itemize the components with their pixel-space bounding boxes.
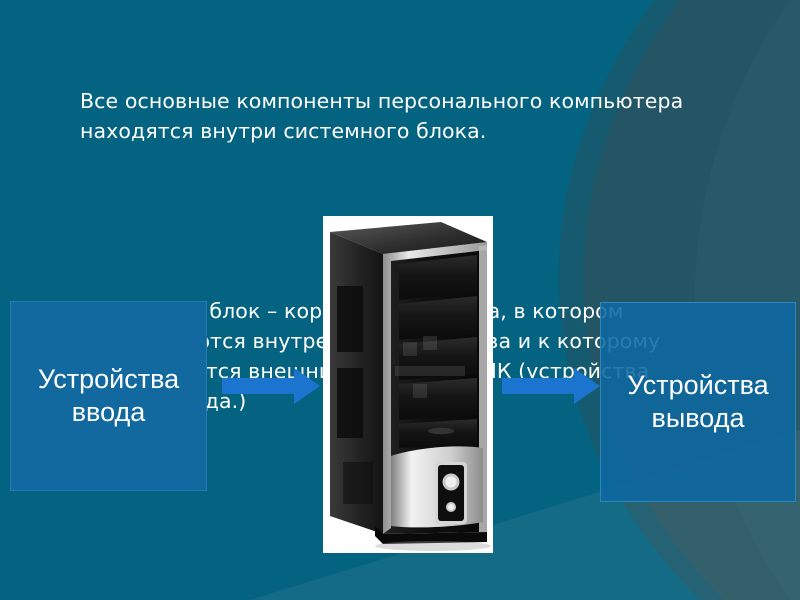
case-top-face — [330, 222, 487, 254]
case-base-left — [375, 526, 383, 544]
arrow-right-icon — [222, 368, 320, 404]
power-panel-inset — [438, 465, 464, 521]
case-base — [383, 532, 487, 544]
arrow-right-icon — [502, 368, 600, 404]
system-unit-photo — [323, 216, 493, 553]
case-drive-bays — [399, 255, 477, 448]
case-shadow — [375, 541, 491, 551]
box-output-text: Устройства вывода — [627, 369, 768, 435]
system-unit-illustration — [323, 216, 493, 553]
diagram-box-input-devices[interactable]: Устройства ввода — [10, 301, 207, 491]
photo-watermark — [395, 336, 465, 398]
arrow-right-shape — [502, 368, 600, 404]
box-output-label-line2: вывода — [651, 403, 745, 433]
paragraph-1: Все основные компоненты персонального ко… — [80, 89, 690, 143]
box-input-text: Устройства ввода — [38, 363, 179, 429]
arrow-left-shape — [222, 368, 320, 404]
diagram-box-output-devices[interactable]: Устройства вывода — [600, 302, 796, 502]
box-output-label-line1: Устройства — [627, 370, 769, 400]
box-input-label-line1: Устройства — [37, 364, 180, 394]
case-brand-mark — [428, 427, 454, 435]
case-side-vents — [337, 286, 373, 504]
box-input-label-line2: ввода — [71, 397, 146, 427]
